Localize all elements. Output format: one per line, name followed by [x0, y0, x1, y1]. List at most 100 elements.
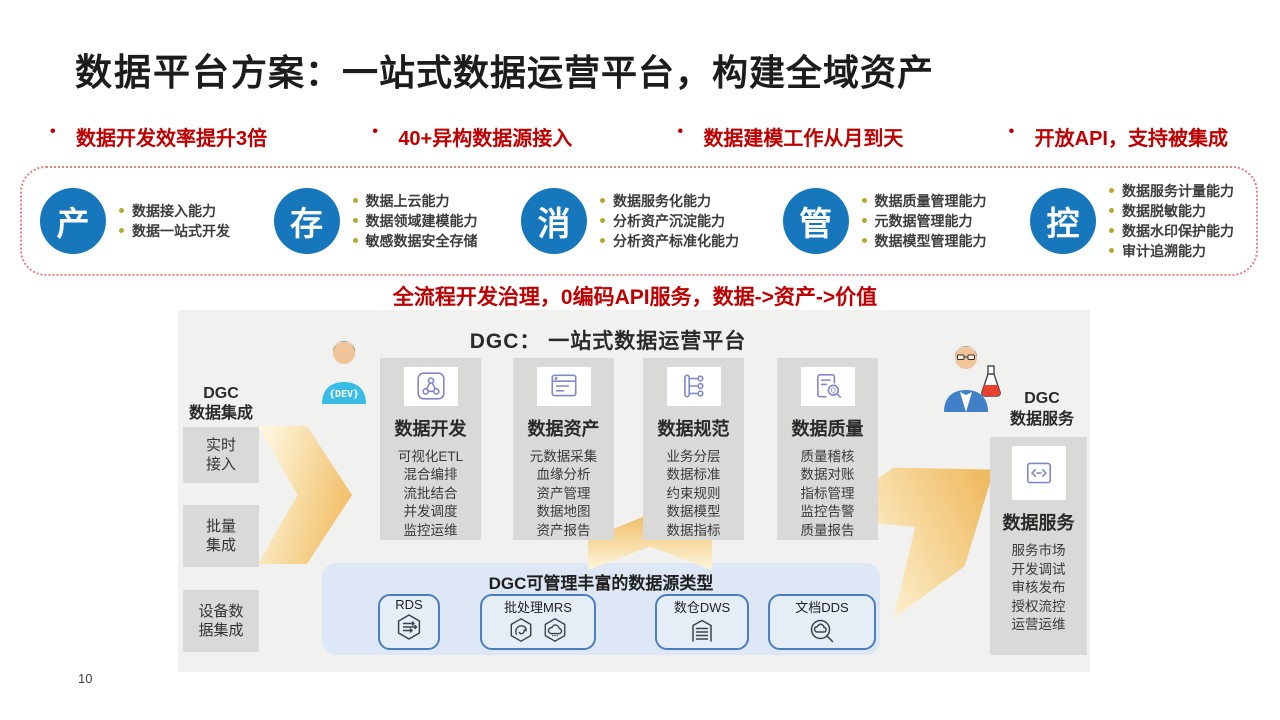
column-title: 数据服务: [1002, 513, 1075, 533]
highlight-dev-efficiency: 数据开发效率提升3倍: [48, 122, 267, 151]
column-item: 审核发布: [1011, 580, 1066, 595]
column-item: 质量稽核: [800, 448, 855, 464]
dds-cloud-search-icon: [807, 616, 837, 646]
hierarchy-icon: [666, 367, 721, 406]
datasource-label: 数仓DWS: [673, 600, 731, 615]
integration-label-line1: DGC: [203, 385, 239, 402]
mrs-cloud-hexagon-icon: [541, 616, 569, 644]
capability-point: 数据领域建模能力: [351, 211, 478, 231]
capability-manage: 管 数据质量管理能力 元数据管理能力 数据模型管理能力: [782, 188, 987, 254]
datasource-dws: 数仓DWS: [655, 594, 749, 650]
column-item: 数据指标: [666, 522, 721, 538]
datasource-label: 文档DDS: [795, 600, 849, 615]
developer-avatar: {DEV}: [314, 336, 374, 404]
column-item: 数据模型: [666, 504, 721, 519]
capability-point: 数据一站式开发: [117, 221, 230, 241]
column-item: 数据对账: [800, 467, 855, 482]
capability-point: 元数据管理能力: [860, 211, 987, 231]
svg-text:Q: Q: [830, 388, 836, 395]
process-banner: 全流程开发治理，0编码API服务，数据->资产->价值: [392, 286, 878, 309]
catalog-icon: [536, 367, 591, 406]
column-data-service: 数据服务 服务市场 开发调试 审核发布 授权流控 运营运维: [990, 437, 1087, 655]
integration-box-text: 据集成: [198, 622, 244, 639]
datasource-label: 批处理MRS: [504, 600, 572, 615]
column-item: 运营运维: [1011, 617, 1066, 632]
manage-points: 数据质量管理能力 元数据管理能力 数据模型管理能力: [860, 191, 987, 251]
highlights-row: 数据开发效率提升3倍 40+异构数据源接入 数据建模工作从月到天 开放API，支…: [48, 122, 1228, 151]
flow-arrow-left-icon: [258, 426, 352, 564]
capability-point: 数据上云能力: [351, 191, 478, 211]
column-data-quality: Q 数据质量 质量稽核 数据对账 指标管理 监控告警 质量报告: [777, 358, 878, 540]
capability-point: 数据服务计量能力: [1107, 181, 1234, 201]
column-title: 数据质量: [791, 418, 864, 439]
rds-hexagon-icon: [394, 612, 424, 642]
integration-label-line2: 数据集成: [188, 405, 253, 422]
column-item: 数据地图: [536, 504, 591, 519]
datasource-rds: RDS: [378, 594, 440, 650]
column-title: 数据资产: [527, 418, 600, 439]
capability-point: 数据质量管理能力: [860, 191, 987, 211]
dev-tag-text: {DEV}: [329, 389, 359, 400]
dws-warehouse-icon: [687, 616, 717, 646]
column-items: 质量稽核 数据对账 指标管理 监控告警 质量报告: [801, 448, 855, 541]
column-data-asset: 数据资产 元数据采集 血缘分析 资产管理 数据地图 资产报告: [513, 358, 614, 540]
page-number: 10: [78, 671, 93, 686]
platform-title: DGC： 一站式数据运营平台: [469, 330, 747, 353]
column-title: 数据开发: [394, 418, 467, 439]
capability-point: 审计追溯能力: [1107, 241, 1234, 261]
datasource-mrs: 批处理MRS: [480, 594, 596, 650]
integration-box-batch: 批量 集成: [183, 505, 259, 567]
datasource-title: DGC可管理丰富的数据源类型: [488, 574, 714, 593]
produce-points: 数据接入能力 数据一站式开发: [117, 201, 230, 241]
integration-label: DGC 数据集成: [180, 384, 262, 424]
integration-box-device: 设备数 据集成: [183, 590, 259, 652]
datasource-box: DGC可管理丰富的数据源类型 RDS 批处理MRS: [322, 563, 880, 655]
column-items: 元数据采集 血缘分析 资产管理 数据地图 资产报告: [530, 448, 598, 541]
capability-point: 数据脱敏能力: [1107, 201, 1234, 221]
integration-box-text: 批量: [205, 518, 236, 535]
mrs-elephant-hexagon-icon: [507, 616, 535, 644]
capability-point: 数据水印保护能力: [1107, 221, 1234, 241]
manage-badge: 管: [782, 188, 849, 254]
dgc-platform-panel: DGC： 一站式数据运营平台 DGC 数据集成 实时 接入 批量 集成 设备数 …: [178, 310, 1090, 672]
column-item: 监控运维: [403, 522, 458, 538]
page-title: 数据平台方案：一站式数据运营平台，构建全域资产: [75, 42, 934, 96]
capability-point: 数据接入能力: [117, 201, 230, 221]
integration-box-text: 设备数: [198, 603, 244, 620]
workflow-icon: [403, 367, 458, 406]
column-title: 数据规范: [657, 418, 730, 439]
capability-point: 数据模型管理能力: [860, 231, 987, 251]
capability-point: 敏感数据安全存储: [351, 231, 478, 251]
column-item: 监控告警: [800, 504, 855, 519]
control-points: 数据服务计量能力 数据脱敏能力 数据水印保护能力 审计追溯能力: [1107, 181, 1234, 261]
column-item: 开发调试: [1011, 561, 1066, 577]
capability-control: 控 数据服务计量能力 数据脱敏能力 数据水印保护能力 审计追溯能力: [1030, 181, 1234, 261]
highlight-modeling: 数据建模工作从月到天: [675, 122, 903, 151]
store-badge: 存: [273, 188, 340, 254]
highlight-open-api: 开放API，支持被集成: [1007, 122, 1228, 151]
integration-box-text: 接入: [205, 456, 236, 473]
control-badge: 控: [1030, 188, 1096, 254]
column-item: 服务市场: [1011, 543, 1066, 558]
column-item: 资产管理: [536, 485, 591, 501]
capability-point: 分析资产标准化能力: [598, 231, 739, 251]
title-main: 方案：一站式数据运营平台，构建全域资产: [231, 52, 935, 93]
capability-consume: 消 数据服务化能力 分析资产沉淀能力 分析资产标准化能力: [521, 188, 739, 254]
consume-badge: 消: [521, 188, 587, 254]
title-prefix: 数据平台: [75, 50, 231, 94]
datasource-dds: 文档DDS: [768, 594, 876, 650]
column-item: 流批结合: [403, 485, 458, 501]
column-item: 指标管理: [800, 485, 855, 501]
service-label-line1: DGC: [1024, 390, 1060, 407]
capability-point: 分析资产沉淀能力: [598, 211, 739, 231]
integration-box-text: 集成: [205, 537, 236, 554]
column-item: 并发调度: [403, 504, 458, 519]
column-item: 血缘分析: [536, 467, 591, 482]
column-item: 约束规则: [666, 485, 721, 501]
service-label-line2: 数据服务: [1009, 411, 1074, 428]
column-item: 授权流控: [1011, 598, 1066, 614]
integration-box-realtime: 实时 接入: [183, 427, 259, 483]
column-items: 业务分层 数据标准 约束规则 数据模型 数据指标: [667, 448, 721, 541]
capability-point: 数据服务化能力: [598, 191, 739, 211]
